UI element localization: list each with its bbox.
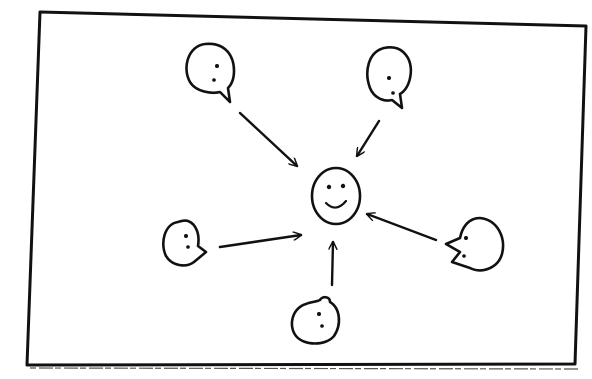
arrow-top-right-to-center (357, 121, 379, 156)
person-middle-left (163, 221, 206, 266)
arrow-top-left-to-center (240, 113, 297, 166)
person-middle-right-mouth (462, 254, 466, 258)
person-top-left-mouth (212, 78, 216, 82)
center-face-left-eye (327, 185, 331, 189)
person-bottom-eye (317, 312, 321, 316)
arrow-middle-right-to-center (367, 214, 436, 240)
person-top-right (367, 47, 410, 108)
paper-frame (27, 12, 586, 365)
center-face-smile (326, 201, 346, 208)
person-top-right-eye (387, 76, 391, 80)
person-bottom (292, 297, 339, 343)
arrow-bottom-to-center (332, 242, 333, 285)
person-top-left (186, 44, 234, 102)
arrow-middle-left-to-center (220, 235, 301, 247)
center-face-right-eye (341, 184, 345, 188)
person-middle-right (446, 218, 503, 270)
person-top-right-mouth (391, 91, 395, 95)
person-middle-left-mouth (186, 245, 190, 249)
person-middle-right-eye (464, 236, 468, 240)
person-top-left-eye (215, 64, 219, 68)
person-middle-left-eye (184, 234, 188, 238)
paper-frame-bottom-smudge (30, 368, 578, 369)
center-face (312, 168, 360, 224)
person-bottom-mouth (320, 324, 324, 328)
